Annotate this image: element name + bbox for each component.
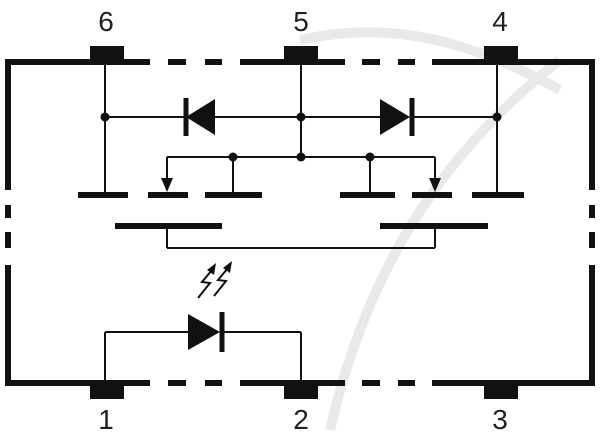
watermark <box>298 27 564 432</box>
pin-label-4: 4 <box>492 6 508 37</box>
pin-label-6: 6 <box>98 6 114 37</box>
pin-label-5: 5 <box>293 6 309 37</box>
pin-tab-5 <box>284 46 318 60</box>
pin-tab-4 <box>484 46 518 60</box>
junction-dots <box>100 112 502 162</box>
pin-label-2: 2 <box>293 404 309 435</box>
pin-tab-1 <box>90 385 124 399</box>
pin-label-3: 3 <box>492 404 508 435</box>
light-arrow-icon <box>207 261 232 275</box>
diode-icon <box>183 98 215 136</box>
wiring <box>104 60 498 385</box>
diode-icon <box>380 98 415 136</box>
light-arrow-icon <box>197 267 229 299</box>
pin-tabs <box>90 46 518 399</box>
pin-tab-3 <box>484 385 518 399</box>
pin-label-1: 1 <box>98 404 114 435</box>
led-icon <box>188 312 225 352</box>
pin-tab-2 <box>284 385 318 399</box>
mosfet-arrow-icon <box>161 178 441 192</box>
pin-tab-6 <box>90 46 124 60</box>
